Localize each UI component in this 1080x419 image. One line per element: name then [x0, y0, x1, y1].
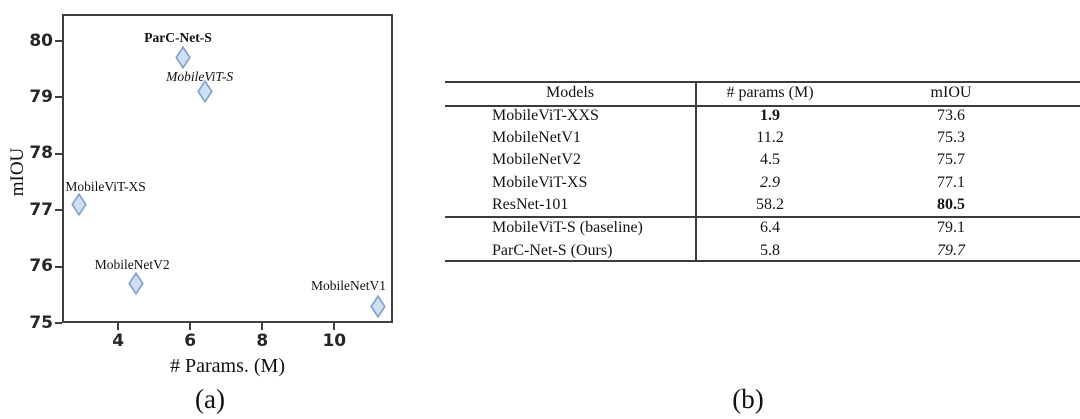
cell-model: ParC-Net-S (Ours) [492, 241, 613, 259]
y-tick-label: 80 [29, 30, 53, 51]
table-row: MobileViT-XXS 1.9 73.6 [445, 105, 1080, 127]
table-row: ParC-Net-S (Ours) 5.8 79.7 [445, 239, 1080, 262]
scatter-point-marker [70, 193, 87, 217]
cell-params: 58.2 [756, 195, 784, 213]
point-label: MobileViT-S [166, 68, 234, 84]
results-table: Models # params (M) mIOU MobileViT-XXS 1.9 73… [445, 81, 1080, 262]
x-tick-mark [261, 323, 264, 330]
y-tick-label: 79 [29, 86, 53, 107]
table-rule [445, 260, 1080, 262]
table-column-divider [695, 81, 697, 262]
cell-params: 6.4 [760, 218, 780, 236]
table-row: MobileViT-XS 2.9 77.1 [445, 172, 1080, 194]
col-header-params: # params (M) [726, 84, 814, 101]
panel-a: 75 76 77 78 79 80 4 6 8 10 ParC-Net-S MobileViT-S M… [0, 0, 420, 419]
cell-miou: 80.5 [937, 195, 965, 213]
y-tick-mark [55, 40, 62, 43]
cell-miou: 77.1 [937, 173, 965, 191]
table-rule [445, 105, 1080, 107]
table-row: ResNet-101 58.2 80.5 [445, 194, 1080, 216]
cell-miou: 79.1 [937, 218, 965, 236]
x-tick-mark [189, 323, 192, 330]
y-tick-mark [55, 265, 62, 268]
y-tick-label: 75 [29, 312, 53, 333]
x-tick-mark [333, 323, 336, 330]
cell-params: 11.2 [756, 129, 784, 147]
col-header-models: Models [546, 84, 594, 101]
y-tick-mark [55, 209, 62, 212]
x-tick-label: 10 [322, 331, 347, 351]
point-label: MobileNetV2 [94, 256, 170, 272]
cell-model: MobileNetV1 [492, 129, 581, 147]
cell-params: 1.9 [760, 107, 780, 124]
caption-a: (a) [195, 384, 225, 414]
scatter-point-marker [369, 294, 386, 318]
caption-b: (b) [732, 384, 764, 414]
point-label: MobileNetV1 [311, 278, 386, 294]
table-row: MobileNetV2 4.5 75.7 [445, 149, 1080, 171]
x-tick-label: 6 [184, 331, 197, 351]
scatter-point-marker [175, 46, 191, 70]
y-tick-label: 77 [29, 199, 53, 220]
table-rule [445, 216, 1080, 218]
cell-miou: 79.7 [937, 241, 965, 259]
y-tick-mark [55, 322, 62, 324]
cell-params: 5.8 [760, 241, 780, 259]
cell-model: ResNet-101 [492, 195, 569, 213]
y-tick-label: 76 [29, 256, 53, 277]
cell-miou: 75.7 [937, 151, 965, 169]
col-header-miou: mIOU [930, 84, 972, 101]
cell-params: 2.9 [760, 173, 780, 191]
cell-model: MobileNetV2 [492, 151, 581, 169]
y-axis-label: mIOU [7, 147, 28, 197]
cell-params: 4.5 [760, 151, 780, 169]
scatter-point-marker [196, 80, 213, 104]
y-tick-label: 78 [29, 143, 53, 164]
cell-model: MobileViT-XS [492, 173, 588, 191]
cell-model: MobileViT-S (baseline) [492, 218, 643, 236]
table-rule [445, 81, 1080, 83]
cell-miou: 73.6 [937, 107, 965, 124]
cell-miou: 75.3 [937, 129, 965, 147]
x-axis-label: # Params. (M) [170, 355, 285, 377]
plot-frame [62, 14, 393, 323]
table-header-row: Models # params (M) mIOU [445, 81, 1080, 105]
x-tick-label: 8 [256, 331, 269, 351]
x-tick-mark [117, 323, 120, 330]
table-row: MobileViT-S (baseline) 6.4 79.1 [445, 216, 1080, 239]
point-label: MobileViT-XS [65, 178, 146, 194]
x-tick-label: 4 [112, 331, 125, 351]
y-tick-mark [55, 96, 62, 99]
scatter-point-marker [128, 272, 144, 296]
y-tick-mark [55, 152, 62, 155]
table-row: MobileNetV1 11.2 75.3 [445, 127, 1080, 149]
cell-model: MobileViT-XXS [492, 107, 599, 124]
point-label: ParC-Net-S [144, 29, 212, 45]
